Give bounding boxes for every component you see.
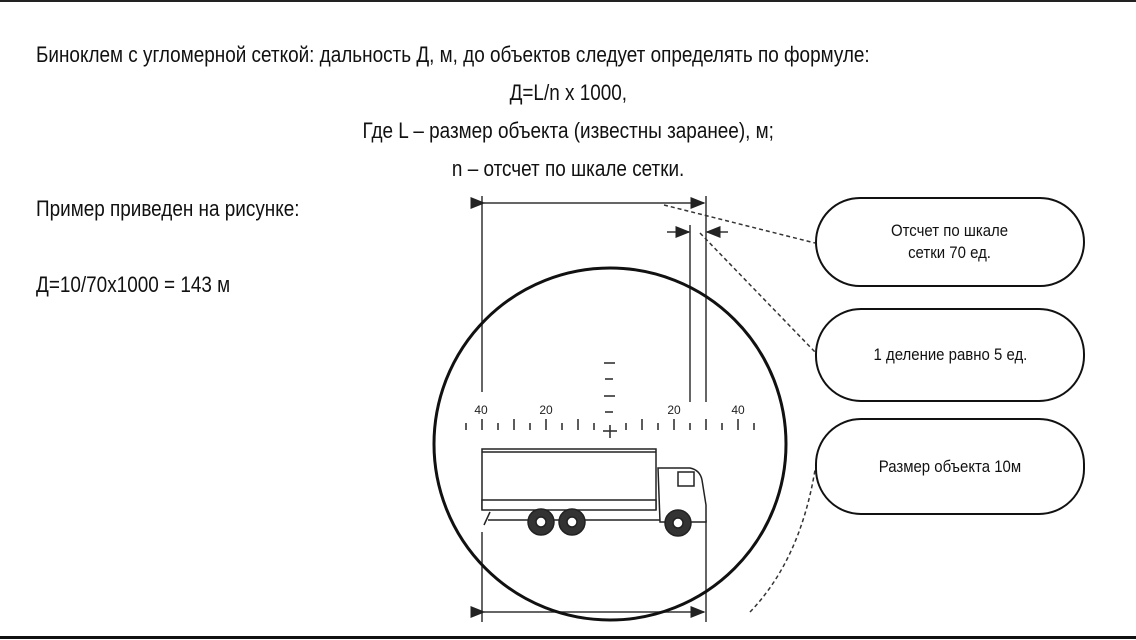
legend-n-text: n – отсчет по шкале сетки.: [451, 156, 685, 181]
scale-label-left-40: 40: [474, 403, 488, 417]
callout-division-text: 1 деление равно 5 ед.: [873, 345, 1027, 364]
reticle-scale: [465, 419, 755, 430]
callout-scale-reading: Отсчет по шкале сетки 70 ед.: [815, 197, 1085, 287]
formula-legend-l: Где L – размер объекта (известны заранее…: [0, 118, 1136, 144]
dashed-pointer-1: [663, 204, 816, 244]
dashed-pointer-3: [749, 469, 816, 613]
top-border: [0, 0, 1136, 2]
formula-text: Д=L/n x 1000,: [509, 80, 627, 105]
vertical-scale: [603, 362, 617, 438]
bottom-border: [0, 636, 1136, 639]
example-calculation: Д=10/70x1000 = 143 м: [36, 272, 231, 297]
callout-object-size-text: Размер объекта 10м: [878, 456, 1022, 476]
scale-label-left-20: 20: [539, 403, 553, 417]
truck-cargo-box: [481, 448, 657, 510]
callout-object-size: Размер объекта 10м: [815, 418, 1085, 515]
formula-legend-n: n – отсчет по шкале сетки.: [0, 156, 1136, 182]
scale-label-right-20: 20: [667, 403, 681, 417]
callout-scale-reading-text: Отсчет по шкале сетки 70 ед.: [891, 221, 1009, 262]
formula: Д=L/n x 1000,: [0, 80, 1136, 106]
legend-l-text: Где L – размер объекта (известны заранее…: [362, 118, 774, 143]
intro-text: Биноклем с угломерной сеткой: дальность …: [36, 42, 870, 67]
example-label: Пример приведен на рисунке:: [36, 196, 300, 221]
truck-illustration: [481, 448, 707, 537]
callout-division-value: 1 деление равно 5 ед.: [815, 308, 1085, 402]
binocular-field-circle: [432, 266, 788, 622]
scale-label-right-40: 40: [731, 403, 745, 417]
dashed-pointer-2: [699, 232, 816, 353]
